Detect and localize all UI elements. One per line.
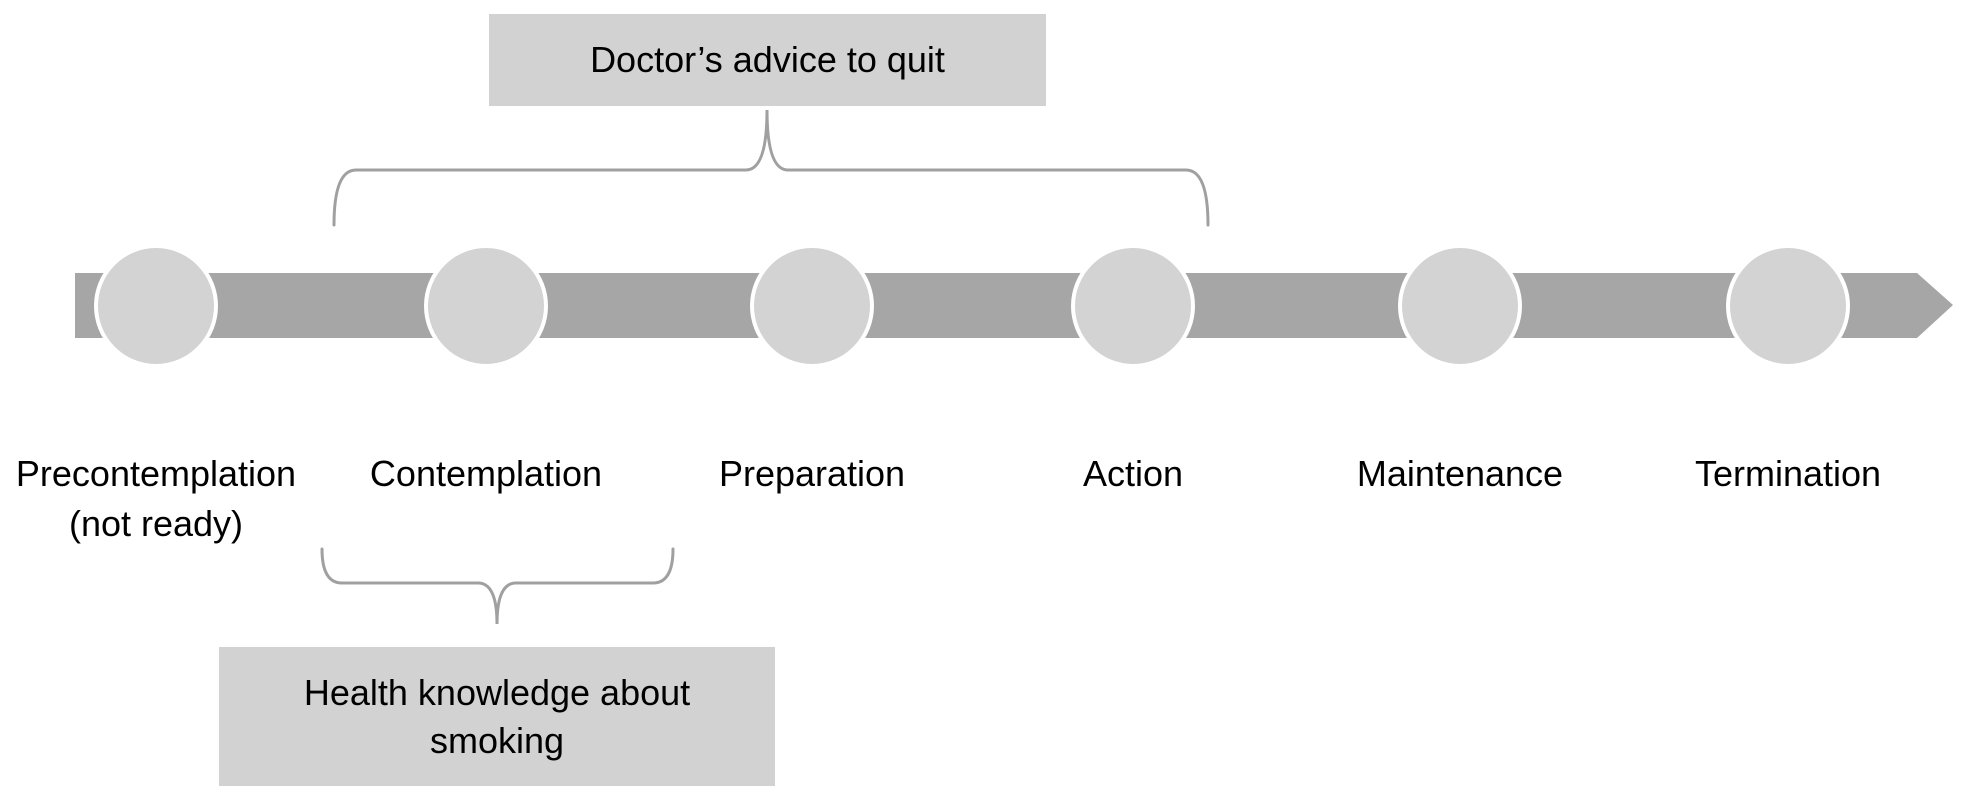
stage-circle-maintenance — [1398, 244, 1522, 368]
stage-label-line1: Contemplation — [369, 453, 603, 494]
stage-circle-termination — [1726, 244, 1850, 368]
stage-label-maintenance: Maintenance — [1290, 449, 1630, 499]
top-callout-box: Doctor’s advice to quit — [489, 14, 1046, 106]
stage-circle-preparation — [750, 244, 874, 368]
bottom-brace — [320, 547, 675, 625]
top-brace — [332, 109, 1210, 227]
stage-circle-contemplation — [424, 244, 548, 368]
stage-label-termination: Termination — [1618, 449, 1958, 499]
top-callout-label: Doctor’s advice to quit — [590, 39, 945, 80]
stage-label-line1: Termination — [1694, 453, 1882, 494]
stage-circle-precontemplation — [94, 244, 218, 368]
stage-label-action: Action — [963, 449, 1303, 499]
stage-label-contemplation: Contemplation — [316, 449, 656, 499]
stage-label-preparation: Preparation — [642, 449, 982, 499]
stage-label-line1: Precontemplation — [15, 453, 297, 494]
stage-label-line2: (not ready) — [68, 503, 244, 544]
stage-label-line1: Preparation — [718, 453, 906, 494]
bottom-callout-line2: smoking — [429, 719, 565, 761]
bottom-callout-box: Health knowledge about smoking — [219, 647, 775, 786]
stage-label-precontemplation: Precontemplation (not ready) — [0, 449, 326, 549]
stage-label-line1: Action — [1082, 453, 1184, 494]
timeline-arrow — [75, 273, 1953, 338]
stage-circle-action — [1071, 244, 1195, 368]
bottom-callout-line1: Health knowledge about — [303, 671, 691, 713]
stage-label-line1: Maintenance — [1356, 453, 1564, 494]
